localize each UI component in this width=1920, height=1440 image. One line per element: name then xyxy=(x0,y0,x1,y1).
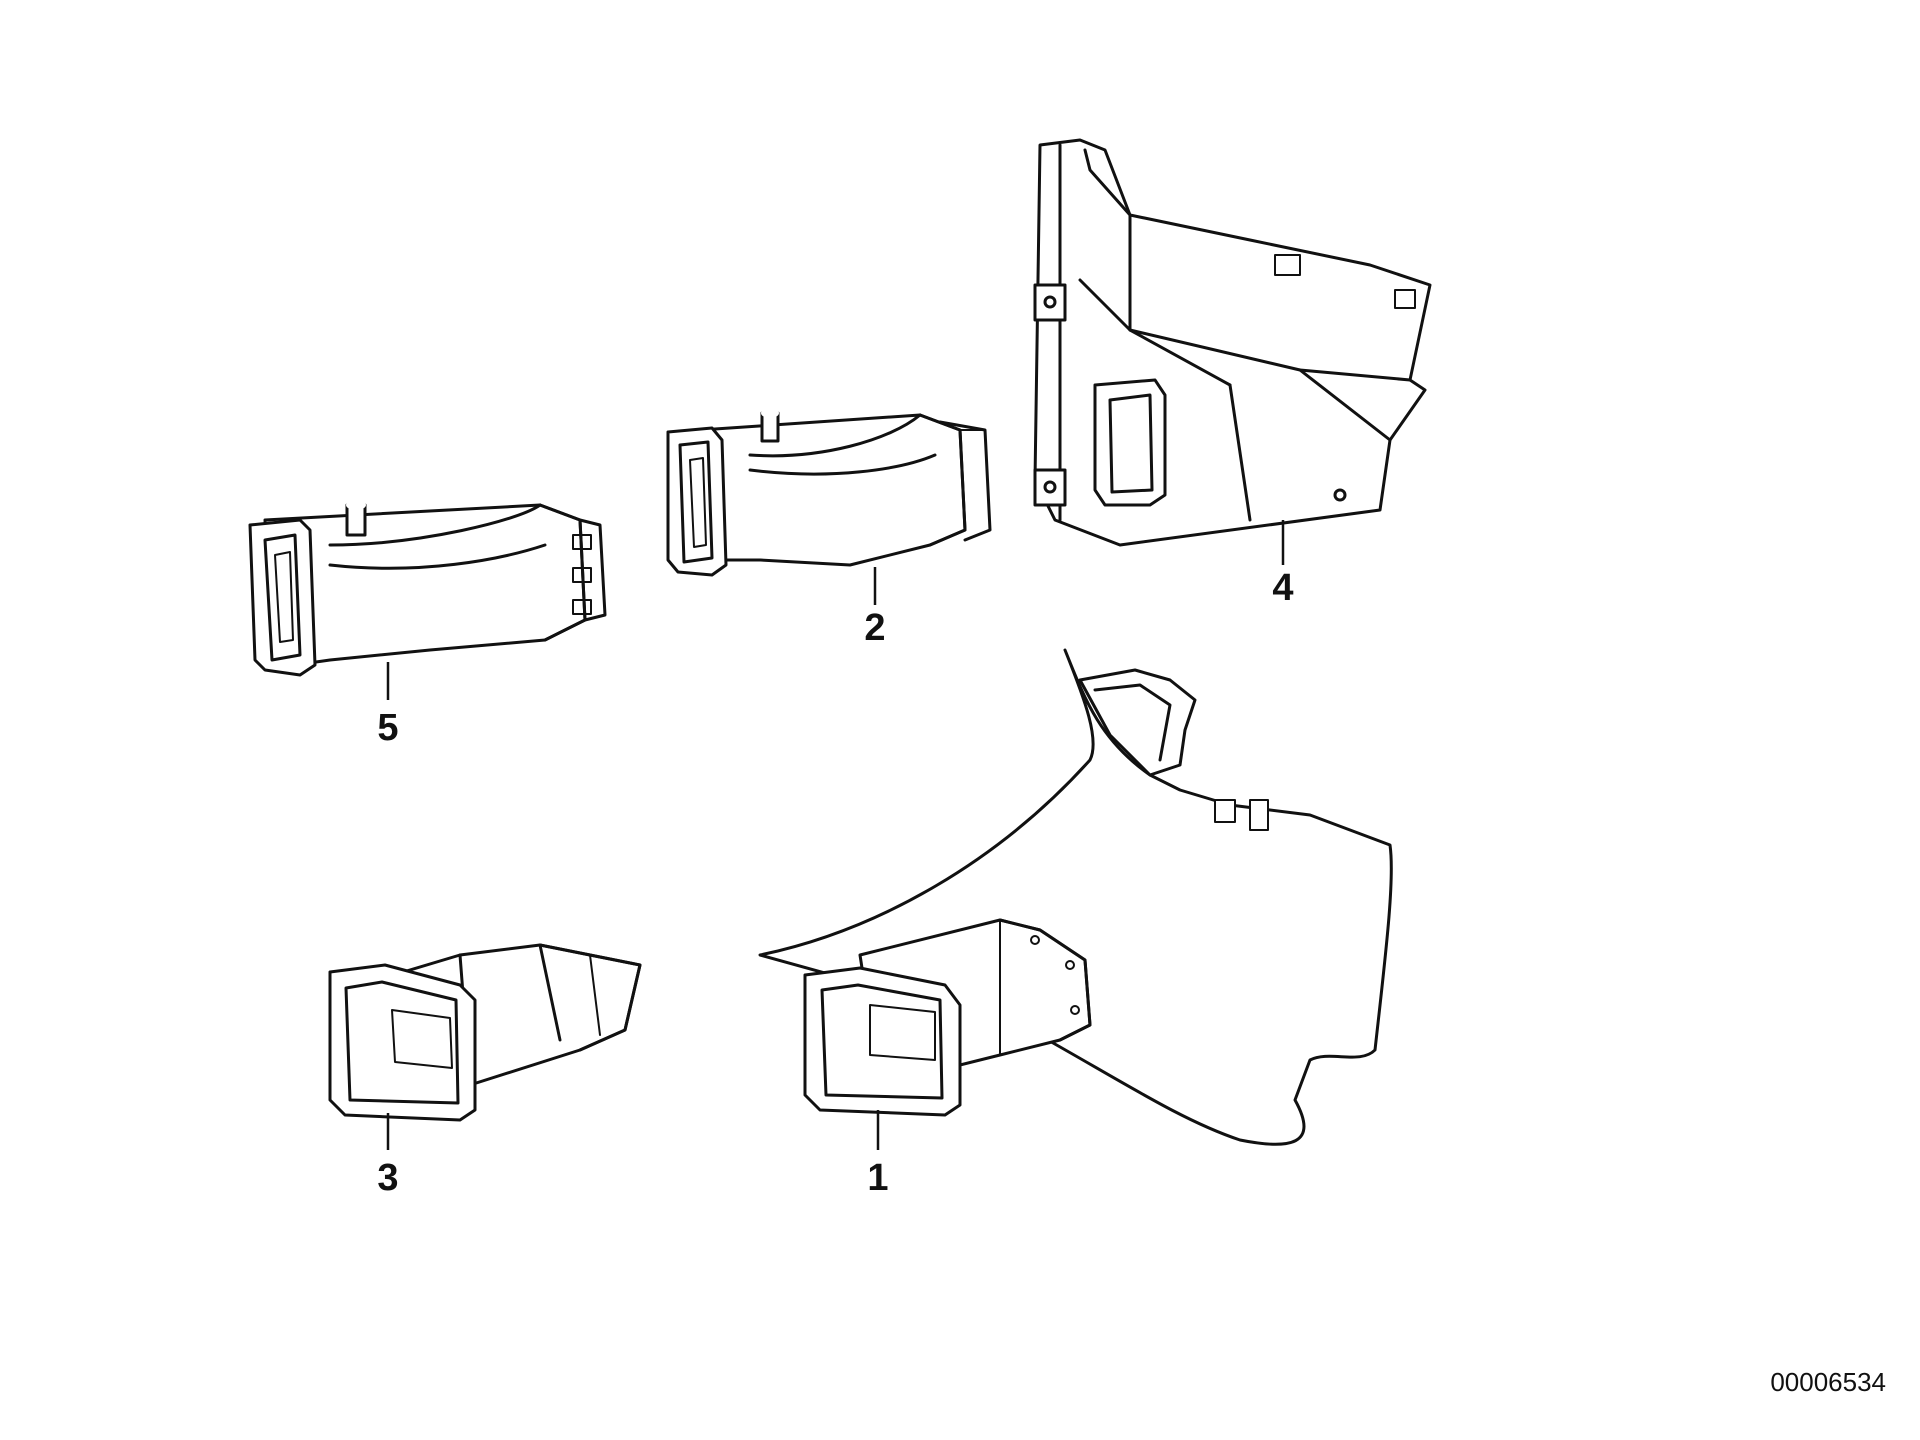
callout-3: 3 xyxy=(377,1157,398,1199)
callout-2: 2 xyxy=(864,607,885,649)
part-2-air-duct xyxy=(666,408,992,577)
part-1-duct-panel xyxy=(758,648,1393,1146)
document-number: 00006534 xyxy=(1770,1367,1886,1397)
callout-4: 4 xyxy=(1272,567,1293,609)
part-4-duct-housing xyxy=(1033,138,1432,547)
part-5-air-duct xyxy=(248,500,607,677)
part-3-air-duct xyxy=(328,943,642,1122)
callout-5: 5 xyxy=(377,707,398,749)
callout-1: 1 xyxy=(867,1157,888,1199)
